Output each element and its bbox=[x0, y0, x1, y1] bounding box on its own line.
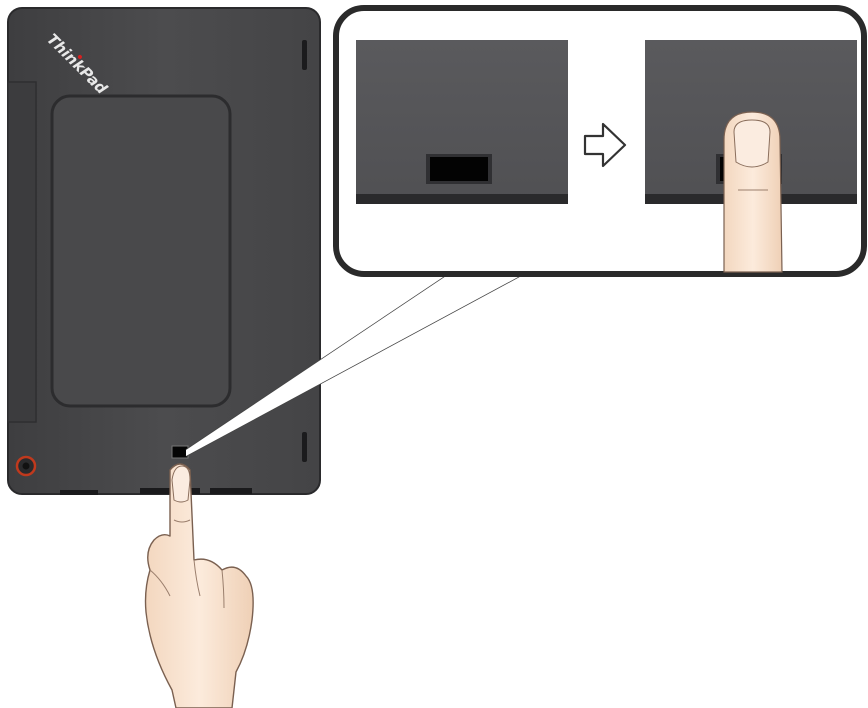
speaker-slot-bottom bbox=[302, 432, 307, 462]
right-arrow-outline-icon bbox=[583, 122, 627, 168]
sensor-closeup-panel bbox=[356, 40, 568, 204]
pointing-hand bbox=[144, 463, 254, 708]
callout-wedge bbox=[186, 268, 520, 456]
tablet-back: ThinkPad bbox=[7, 7, 321, 495]
finger-on-sensor-panel bbox=[645, 40, 857, 273]
inset-callout bbox=[333, 5, 867, 277]
camera-icon bbox=[15, 455, 37, 477]
speaker-slot-top bbox=[302, 40, 307, 70]
fingerprint-sensor bbox=[171, 445, 189, 459]
battery-panel bbox=[50, 94, 232, 408]
